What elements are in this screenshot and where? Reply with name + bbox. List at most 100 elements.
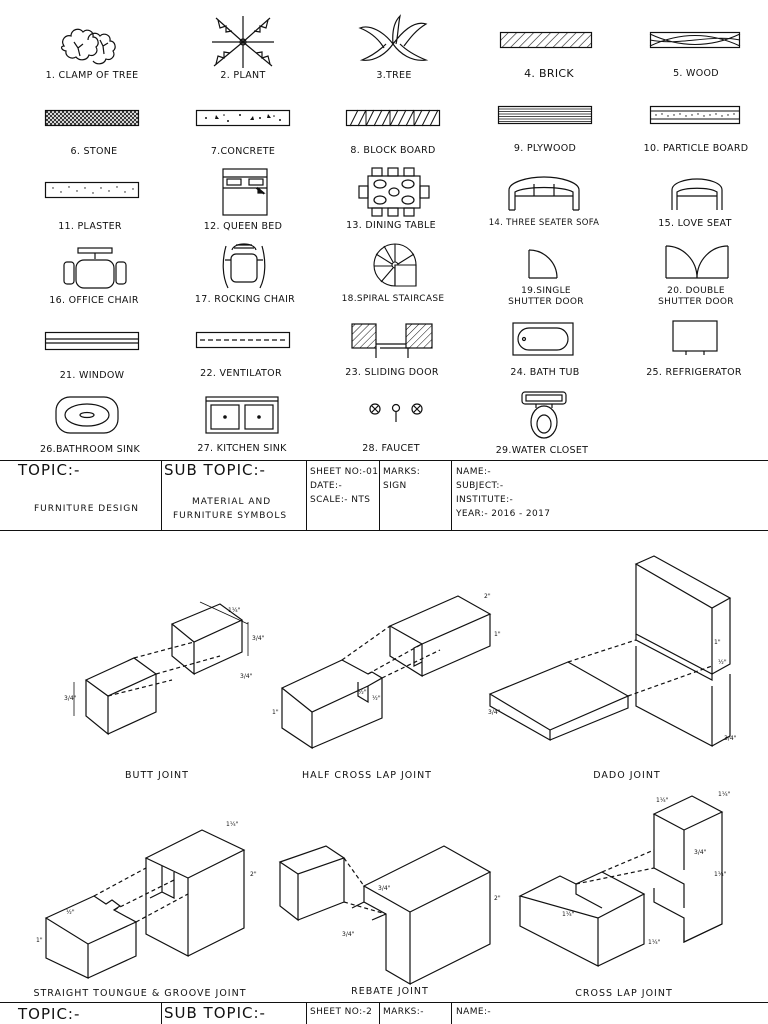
svg-text:3/4": 3/4" (378, 885, 391, 892)
symbol-label: 10. PARTICLE BOARD (643, 143, 749, 154)
sheet-number: SHEET NO:-01 (310, 467, 379, 477)
joint-label: STRAIGHT TOUNGUE & GROOVE JOINT (33, 988, 247, 999)
title-block-divider (306, 460, 307, 530)
symbol-label: 18.SPIRAL STAIRCASE (341, 294, 445, 304)
rocking-chair-icon (222, 243, 266, 289)
sheet-number-2: SHEET NO:-2 (310, 1007, 373, 1017)
svg-text:1": 1" (36, 937, 43, 944)
svg-text:1": 1" (494, 631, 501, 638)
plywood-icon (497, 105, 593, 125)
title-block-divider (161, 460, 162, 530)
stone-icon (44, 109, 140, 127)
title-block-divider (451, 460, 452, 530)
svg-text:3/4": 3/4" (724, 735, 737, 742)
symbol-label: 25. REFRIGERATOR (646, 367, 742, 378)
double-shutter-door-icon (665, 245, 729, 279)
symbol-label: 28. FAUCET (362, 443, 420, 454)
concrete-icon (195, 109, 291, 127)
love-seat-icon (671, 178, 723, 210)
symbol-label: 8. BLOCK BOARD (350, 145, 436, 156)
year-field: YEAR:- 2016 - 2017 (456, 509, 551, 519)
svg-text:½": ½" (718, 659, 727, 666)
svg-text:3/4": 3/4" (252, 635, 265, 642)
marks-field: MARKS: (383, 467, 421, 477)
symbol-label: 12. QUEEN BED (203, 221, 283, 232)
svg-text:1": 1" (272, 709, 279, 716)
svg-text:3/4": 3/4" (488, 709, 501, 716)
bath-tub-icon (512, 322, 574, 356)
subtopic-line2: FURNITURE SYMBOLS (173, 511, 288, 521)
date-field: DATE:- (310, 481, 343, 491)
ventilator-icon (195, 331, 291, 349)
clamp-of-tree-icon (60, 28, 116, 65)
plaster-icon (44, 181, 140, 199)
water-closet-icon (521, 391, 567, 439)
bathroom-sink-icon (55, 396, 119, 434)
joint-label: REBATE JOINT (351, 986, 429, 997)
marks-field-2: MARKS:- (383, 1007, 424, 1017)
symbol-label: 7.CONCRETE (210, 146, 276, 157)
svg-text:1¼": 1¼" (562, 911, 575, 918)
symbol-label: 19.SINGLE SHUTTER DOOR (508, 286, 584, 307)
symbol-label: 23. SLIDING DOOR (345, 367, 439, 378)
subtopic-label-2: SUB TOPIC:- (164, 1004, 266, 1022)
symbol-label: 13. DINING TABLE (346, 220, 436, 231)
svg-text:3/4": 3/4" (240, 673, 253, 680)
name-field: NAME:- (456, 467, 492, 477)
symbol-label: 5. WOOD (673, 68, 719, 79)
svg-text:2": 2" (250, 871, 257, 878)
name-field-2: NAME:- (456, 1007, 492, 1017)
office-chair-icon (63, 247, 127, 289)
subtopic-label: SUB TOPIC:- (164, 461, 266, 479)
svg-text:½": ½" (66, 909, 75, 916)
title-block-2-top-rule (0, 1002, 768, 1003)
title-block-divider (379, 1002, 380, 1024)
wood-icon (649, 31, 741, 49)
block-board-icon (345, 109, 441, 127)
particle-board-icon (649, 105, 741, 125)
sign-field: SIGN (383, 481, 407, 491)
svg-text:1¼": 1¼" (718, 791, 731, 798)
svg-text:1¼": 1¼" (226, 821, 239, 828)
symbol-label: 22. VENTILATOR (200, 368, 282, 379)
sliding-door-icon (351, 323, 433, 358)
symbol-label: 29.WATER CLOSET (495, 445, 589, 456)
refrigerator-icon (672, 320, 718, 355)
symbol-label: 16. OFFICE CHAIR (49, 295, 139, 306)
straight-tongue-groove-joint-drawing: 1" 1¼" 2" ½" (36, 821, 257, 979)
subject-field: SUBJECT:- (456, 481, 504, 491)
dining-table-icon (358, 167, 430, 217)
symbol-label: 26.BATHROOM SINK (39, 444, 141, 455)
topic-label: TOPIC:- (18, 461, 81, 479)
rebate-joint-drawing: 3/4"2"3/4" (278, 845, 501, 986)
topic-label-2: TOPIC:- (18, 1005, 81, 1023)
symbol-label: 21. WINDOW (59, 370, 125, 381)
faucet-icon (369, 403, 423, 422)
title-block-top-rule (0, 460, 768, 461)
spiral-staircase-icon (373, 243, 417, 287)
joint-label: DADO JOINT (593, 770, 661, 781)
symbol-label: 6. STONE (70, 146, 118, 157)
institute-field: INSTITUTE:- (456, 495, 514, 505)
svg-text:1": 1" (714, 639, 721, 646)
dado-joint-drawing: 1" ½" 3/4" 3/4" (488, 555, 737, 747)
three-seater-sofa-icon (508, 176, 580, 211)
symbol-label: 20. DOUBLE SHUTTER DOOR (658, 286, 734, 307)
title-block-divider (379, 460, 380, 530)
cross-lap-joint-drawing: 1¼"1¼"3/4"1¼"1¼"1¼" (518, 791, 731, 967)
svg-text:½": ½" (372, 695, 381, 702)
symbol-label: 24. BATH TUB (510, 367, 580, 378)
svg-text:3/4": 3/4" (64, 695, 77, 702)
brick-icon (499, 31, 593, 49)
symbol-label: 9. PLYWOOD (513, 143, 577, 154)
joint-label: CROSS LAP JOINT (575, 988, 673, 999)
symbol-label: 2. PLANT (220, 70, 266, 81)
svg-text:3/4": 3/4" (342, 931, 355, 938)
queen-bed-icon (222, 168, 268, 216)
scale-field: SCALE:- NTS (310, 495, 371, 505)
symbol-label: 4. BRICK (524, 67, 574, 80)
tree-icon (358, 14, 429, 61)
symbol-label: 11. PLASTER (58, 221, 122, 232)
butt-joint-drawing: 3/4"1¼"3/4"3/4" (64, 601, 265, 736)
joint-label: BUTT JOINT (125, 770, 189, 781)
